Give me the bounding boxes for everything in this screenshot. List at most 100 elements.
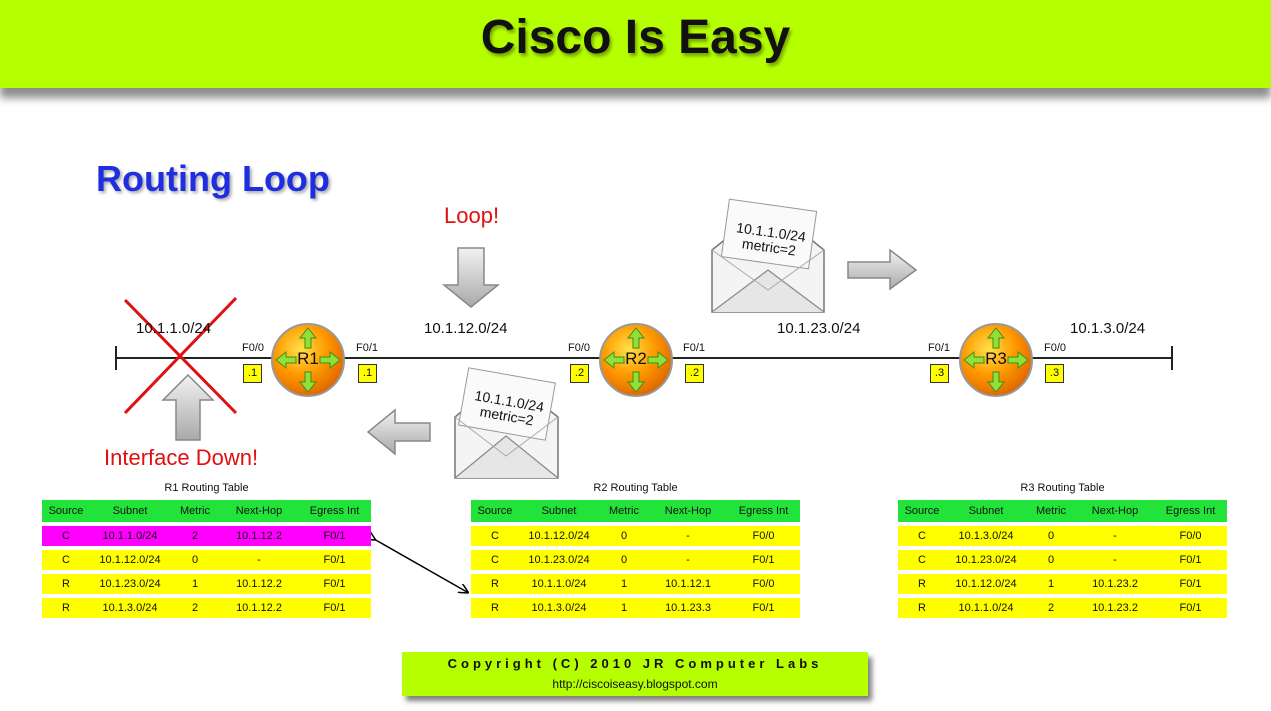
r1-routing-table: Source Subnet Metric Next-Hop Egress Int… [42, 496, 371, 622]
cell: F0/0 [727, 526, 800, 546]
cell: 10.1.12.2 [220, 598, 298, 618]
col-egress-int: Egress Int [1154, 500, 1227, 522]
cell: 10.1.23.2 [1076, 574, 1154, 594]
cell: 0 [599, 550, 649, 570]
cross-mark-icon [123, 296, 238, 415]
cell: - [1076, 550, 1154, 570]
cell: R [42, 598, 90, 618]
col-egress-int: Egress Int [298, 500, 371, 522]
cell: C [471, 526, 519, 546]
network-label-1: 10.1.1.0/24 [136, 320, 212, 337]
loop-annotation: Loop! [444, 203, 500, 228]
cell: 10.1.1.0/24 [519, 574, 599, 594]
cell: R [42, 574, 90, 594]
cell: R [898, 574, 946, 594]
col-metric: Metric [1026, 500, 1076, 522]
r3-if-right: F0/0 [1044, 342, 1067, 354]
arrow-up-icon [161, 373, 215, 441]
table-row: C 10.1.12.0/24 0 - F0/0 [471, 526, 800, 546]
r3-ip-left: .3 [930, 364, 949, 383]
banner-title: Cisco Is Easy [480, 11, 791, 64]
interface-down-annotation: Interface Down! [104, 445, 259, 470]
r1-ip-right: .1 [358, 364, 377, 383]
router-icon [271, 323, 345, 397]
cell: 2 [1026, 598, 1076, 618]
arrow-down-icon [441, 247, 501, 308]
cell: 0 [170, 550, 220, 570]
cell: C [42, 526, 90, 546]
r3-if-left: F0/1 [928, 342, 951, 354]
col-metric: Metric [599, 500, 649, 522]
cell: 0 [1026, 550, 1076, 570]
col-next-hop: Next-Hop [220, 500, 298, 522]
table-row: R 10.1.3.0/24 1 10.1.23.3 F0/1 [471, 598, 800, 618]
table-row: R 10.1.12.0/24 1 10.1.23.2 F0/1 [898, 574, 1227, 594]
r2-if-right: F0/1 [683, 342, 706, 354]
router-icon [599, 323, 673, 397]
table-row: R 10.1.23.0/24 1 10.1.12.2 F0/1 [42, 574, 371, 594]
cell: 10.1.23.2 [1076, 598, 1154, 618]
r1-table-title: R1 Routing Table [164, 482, 249, 494]
cell: 10.1.12.1 [649, 574, 727, 594]
copyright-text: Copyright (C) 2010 JR Computer Labs [447, 656, 823, 671]
cell: 10.1.3.0/24 [519, 598, 599, 618]
r3-routing-table: Source Subnet Metric Next-Hop Egress Int… [898, 496, 1227, 622]
cell: 1 [170, 574, 220, 594]
title-banner: Cisco Is Easy [0, 0, 1271, 88]
router-name: R1 [297, 349, 319, 368]
cell: 1 [599, 574, 649, 594]
cell: 10.1.23.0/24 [519, 550, 599, 570]
cell: 0 [599, 526, 649, 546]
cell: 10.1.23.3 [649, 598, 727, 618]
table-row: C 10.1.23.0/24 0 - F0/1 [898, 550, 1227, 570]
cell: 10.1.1.0/24 [946, 598, 1026, 618]
col-egress-int: Egress Int [727, 500, 800, 522]
cell: 10.1.12.2 [220, 574, 298, 594]
cell: C [471, 550, 519, 570]
cell: F0/0 [1154, 526, 1227, 546]
router-r2[interactable]: R2 [598, 322, 674, 398]
col-metric: Metric [170, 500, 220, 522]
table-row-highlighted: C 10.1.1.0/24 2 10.1.12.2 F0/1 [42, 526, 371, 546]
cell: R [898, 598, 946, 618]
cell: R [471, 598, 519, 618]
router-r1[interactable]: R1 [270, 322, 346, 398]
cell: 2 [170, 598, 220, 618]
page-heading: Routing Loop [96, 158, 330, 199]
r2-ip-left: .2 [570, 364, 589, 383]
col-source: Source [42, 500, 90, 522]
r2-ip-right: .2 [685, 364, 704, 383]
cell: 10.1.3.0/24 [946, 526, 1026, 546]
col-next-hop: Next-Hop [649, 500, 727, 522]
table-row: C 10.1.12.0/24 0 - F0/1 [42, 550, 371, 570]
cell: F0/1 [298, 574, 371, 594]
r3-table-title: R3 Routing Table [1020, 482, 1105, 494]
cell: 10.1.23.0/24 [946, 550, 1026, 570]
cell: 10.1.12.0/24 [946, 574, 1026, 594]
table-header-row: Source Subnet Metric Next-Hop Egress Int [42, 500, 371, 522]
col-subnet: Subnet [519, 500, 599, 522]
cell: R [471, 574, 519, 594]
r1-if-left: F0/0 [242, 342, 265, 354]
table-row: R 10.1.1.0/24 2 10.1.23.2 F0/1 [898, 598, 1227, 618]
arrow-left-icon [366, 408, 431, 456]
cell: 2 [170, 526, 220, 546]
col-source: Source [898, 500, 946, 522]
r2-if-left: F0/0 [568, 342, 591, 354]
network-label-23: 10.1.23.0/24 [777, 320, 861, 337]
cell: F0/1 [1154, 598, 1227, 618]
cell: F0/1 [298, 526, 371, 546]
col-next-hop: Next-Hop [1076, 500, 1154, 522]
envelope-icon [454, 367, 559, 479]
table-header-row: Source Subnet Metric Next-Hop Egress Int [471, 500, 800, 522]
cell: C [42, 550, 90, 570]
footer-link[interactable]: http://ciscoiseasy.blogspot.com [552, 677, 718, 691]
table-row: R 10.1.3.0/24 2 10.1.12.2 F0/1 [42, 598, 371, 618]
cell: 10.1.1.0/24 [90, 526, 170, 546]
cell: - [1076, 526, 1154, 546]
cell: F0/1 [727, 598, 800, 618]
cell: 1 [1026, 574, 1076, 594]
router-r3[interactable]: R3 [958, 322, 1034, 398]
table-row: C 10.1.3.0/24 0 - F0/0 [898, 526, 1227, 546]
